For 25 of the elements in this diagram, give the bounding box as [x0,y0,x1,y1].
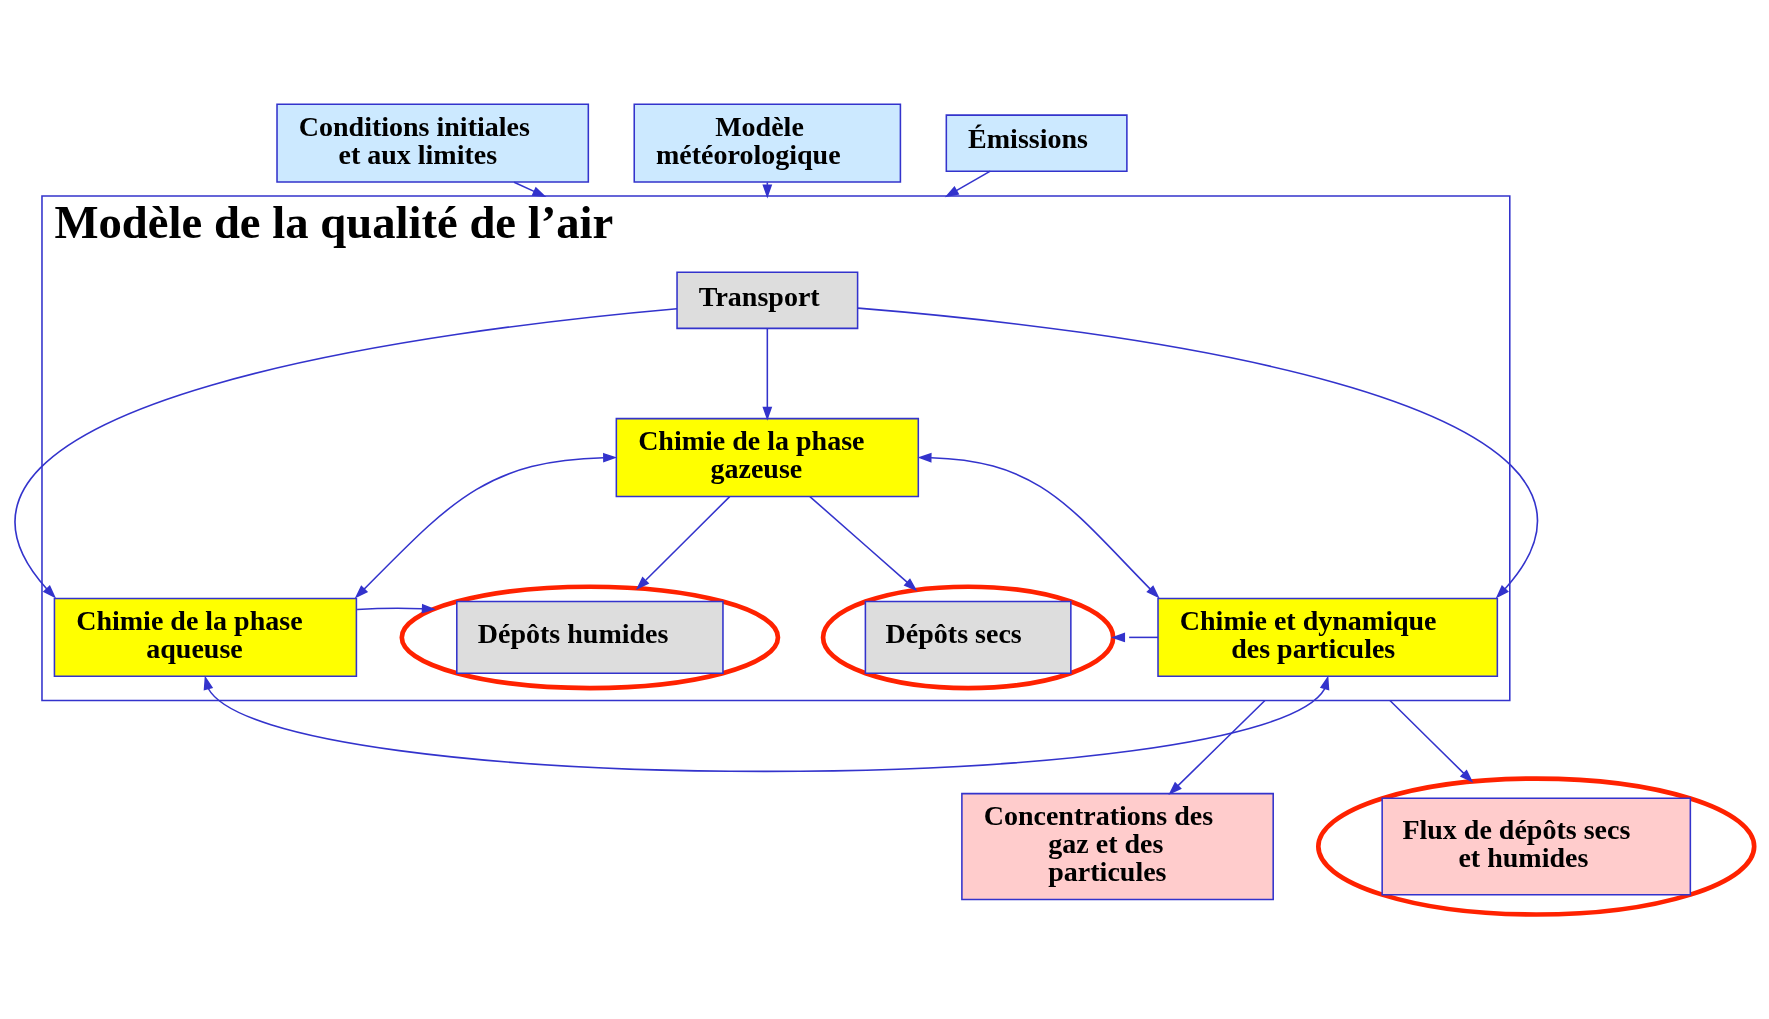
node-ellipse: Dépôts humides [399,584,781,691]
node-box: Transport [676,271,859,330]
node-box: Conditions initiales et aux limites [276,103,590,183]
node-box: Chimie de la phase aqueuse [53,597,358,678]
node-box: Chimie de la phase gazeuse [615,417,920,498]
arrow [203,675,1330,773]
arrow [354,452,618,599]
arrow [513,181,547,198]
node-ellipse: Dépôts secs [820,584,1116,691]
arrow [944,170,992,198]
arrow [809,495,918,592]
arrow [356,603,436,614]
arrow [1168,699,1266,796]
node-box: Modèle météorologique [633,103,902,183]
arrow [1389,699,1474,783]
node-box: Chimie et dynamique des particules [1157,597,1499,678]
arrow [1111,632,1159,643]
arrow [857,307,1536,599]
arrow [762,328,773,421]
arrow [16,307,678,599]
node-ellipse: Flux de dépôts secs et humides [1316,776,1757,917]
node-box: Concentrations des gaz et des particules [961,792,1274,901]
arrow [917,452,1160,599]
arrow [635,495,731,590]
node-box: Émissions [945,114,1128,172]
